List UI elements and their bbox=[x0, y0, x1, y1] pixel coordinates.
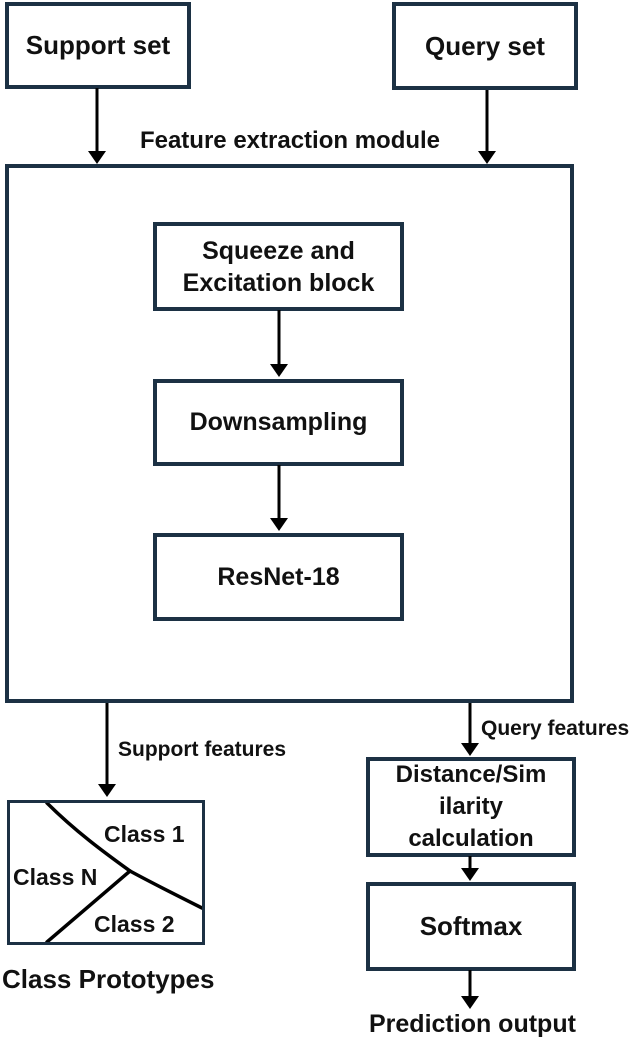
arrow-head-icon bbox=[478, 151, 496, 164]
support-set-label: Support set bbox=[25, 30, 171, 60]
class-prototypes-caption: Class Prototypes bbox=[2, 964, 215, 994]
arrow-stem bbox=[485, 90, 489, 153]
arrow-softmax-to-prediction bbox=[461, 970, 479, 1009]
prototype-partition-lines bbox=[45, 803, 202, 942]
distance-similarity-line3: calculation bbox=[408, 824, 534, 852]
softmax-box: Softmax bbox=[366, 882, 576, 971]
arrow-stem bbox=[468, 856, 472, 870]
arrow-stem bbox=[277, 310, 281, 366]
squeeze-excitation-box: Squeeze and Excitation block bbox=[153, 222, 404, 311]
arrow-stem bbox=[468, 970, 472, 998]
query-set-box: Query set bbox=[392, 2, 578, 90]
distance-similarity-box: Distance/Sim ilarity calculation bbox=[366, 757, 576, 857]
distance-similarity-line2: ilarity bbox=[438, 793, 504, 821]
class-1-region-label: Class 1 bbox=[104, 821, 185, 847]
arrow-head-icon bbox=[270, 364, 288, 377]
arrow-head-icon bbox=[461, 743, 479, 756]
arrow-downsampling-to-resnet bbox=[270, 465, 288, 531]
arrow-stem bbox=[277, 465, 281, 520]
arrow-squeeze-to-downsampling bbox=[270, 310, 288, 377]
feature-extraction-module-label: Feature extraction module bbox=[139, 127, 441, 154]
query-set-label: Query set bbox=[425, 30, 545, 61]
distance-similarity-line1: Distance/Sim bbox=[395, 761, 547, 789]
arrow-query-set-to-module bbox=[478, 90, 496, 164]
arrow-head-icon bbox=[461, 996, 479, 1009]
arrow-stem bbox=[468, 703, 472, 745]
arrow-stem bbox=[105, 703, 109, 786]
squeeze-excitation-line2: Excitation block bbox=[182, 268, 375, 297]
prediction-output-label: Prediction output bbox=[369, 1010, 576, 1038]
arrow-support-set-to-module bbox=[88, 88, 106, 164]
partition-line-top bbox=[45, 803, 132, 873]
resnet18-box: ResNet-18 bbox=[153, 533, 404, 621]
arrow-head-icon bbox=[88, 151, 106, 164]
arrow-distance-to-softmax bbox=[461, 856, 479, 881]
arrow-stem bbox=[95, 88, 99, 153]
resnet18-label: ResNet-18 bbox=[217, 562, 340, 591]
class-prototypes-box: Class 1 Class N Class 2 bbox=[7, 800, 205, 945]
class-2-region-label: Class 2 bbox=[94, 911, 175, 937]
arrow-head-icon bbox=[98, 784, 116, 797]
arrow-module-to-prototypes bbox=[98, 703, 116, 797]
arrow-head-icon bbox=[270, 518, 288, 531]
support-set-box: Support set bbox=[5, 2, 191, 89]
support-features-label: Support features bbox=[118, 738, 287, 761]
partition-line-right bbox=[128, 869, 202, 910]
downsampling-box: Downsampling bbox=[153, 379, 404, 466]
arrow-head-icon bbox=[461, 868, 479, 881]
query-features-label: Query features bbox=[481, 717, 630, 740]
arrow-module-to-distance bbox=[461, 703, 479, 756]
class-n-region-label: Class N bbox=[13, 864, 98, 890]
softmax-label: Softmax bbox=[419, 911, 523, 941]
partition-line-bottom bbox=[45, 869, 132, 942]
squeeze-excitation-line1: Squeeze and bbox=[202, 236, 355, 265]
downsampling-label: Downsampling bbox=[189, 408, 368, 436]
